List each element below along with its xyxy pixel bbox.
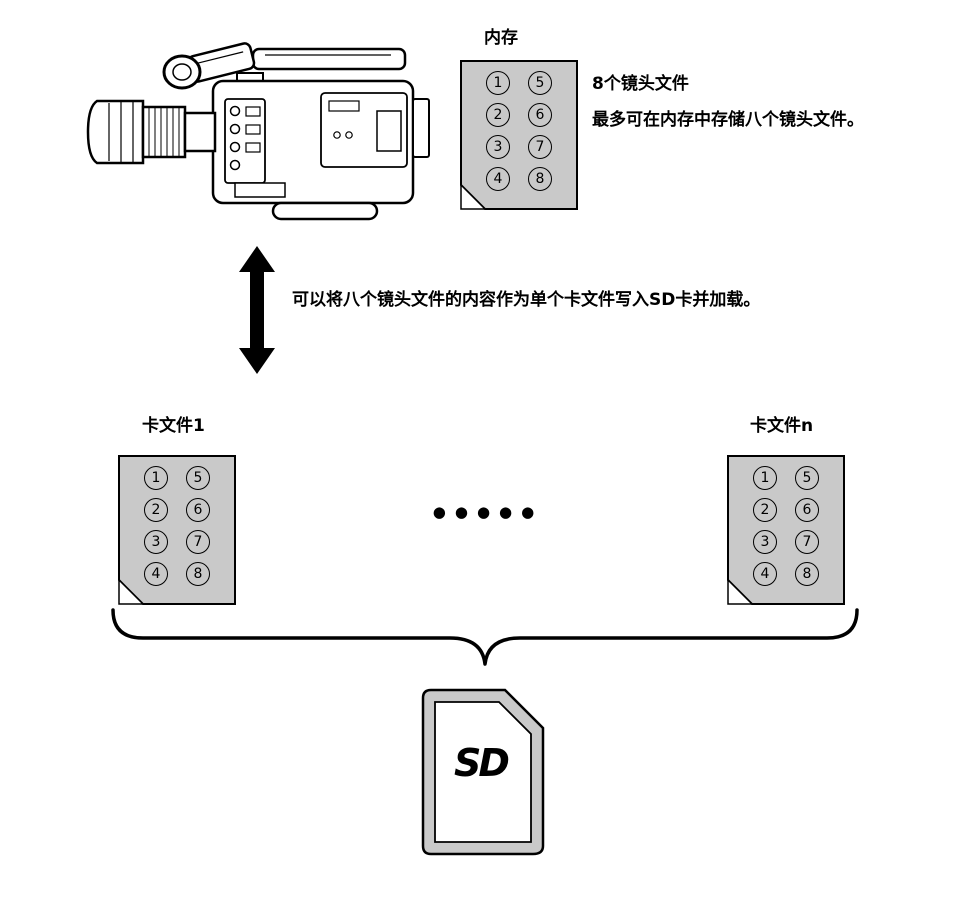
memory-file-icon: 1 5 2 6 3 7 4 8 [460,60,578,210]
lens-file-number: 5 [528,71,552,95]
lens-file-number: 4 [144,562,168,586]
lens-file-number: 5 [186,466,210,490]
ellipsis-dots: ●●●●● [432,503,544,521]
lens-file-number: 3 [753,530,777,554]
lens-file-numbers: 1 5 2 6 3 7 4 8 [744,466,828,586]
sd-logo: SD [454,741,508,785]
memory-note-line2: 最多可在内存中存储八个镜头文件。 [592,110,864,130]
lens-file-number: 2 [486,103,510,127]
lens-file-number: 8 [795,562,819,586]
card-file-n-label: 卡文件n [750,416,814,436]
lens-file-number: 1 [753,466,777,490]
lens-file-number: 2 [753,498,777,522]
lens-file-number: 7 [795,530,819,554]
double-arrow-svg [239,246,275,374]
lens-file-number: 3 [144,530,168,554]
lens-file-number: 8 [186,562,210,586]
sd-card-svg: SD [421,688,545,856]
lens-file-number: 4 [753,562,777,586]
lens-file-number: 3 [486,135,510,159]
lens-file-number: 4 [486,167,510,191]
camera-illustration-svg [86,42,430,221]
card-file-1-icon: 1 5 2 6 3 7 4 8 [118,455,236,605]
card-file-n-icon: 1 5 2 6 3 7 4 8 [727,455,845,605]
transfer-note: 可以将八个镜头文件的内容作为单个卡文件写入SD卡并加载。 [292,290,761,310]
card-file-1-label: 卡文件1 [142,416,205,436]
memory-label: 内存 [484,28,518,48]
lens-file-number: 2 [144,498,168,522]
lens-file-number: 1 [144,466,168,490]
lens-file-number: 7 [186,530,210,554]
lens-file-number: 8 [528,167,552,191]
memory-note-line1: 8个镜头文件 [592,74,689,94]
brace-svg [111,608,859,666]
grouping-brace [110,608,860,666]
lens-file-number: 7 [528,135,552,159]
lens-file-number: 6 [186,498,210,522]
lens-file-number: 1 [486,71,510,95]
lens-file-numbers: 1 5 2 6 3 7 4 8 [135,466,219,586]
lens-file-number: 6 [795,498,819,522]
sd-card-icon: SD [421,688,545,856]
transfer-arrow-icon [238,246,276,374]
lens-file-number: 6 [528,103,552,127]
camera-illustration [85,15,435,240]
lens-file-number: 5 [795,466,819,490]
lens-file-numbers: 1 5 2 6 3 7 4 8 [477,71,561,191]
